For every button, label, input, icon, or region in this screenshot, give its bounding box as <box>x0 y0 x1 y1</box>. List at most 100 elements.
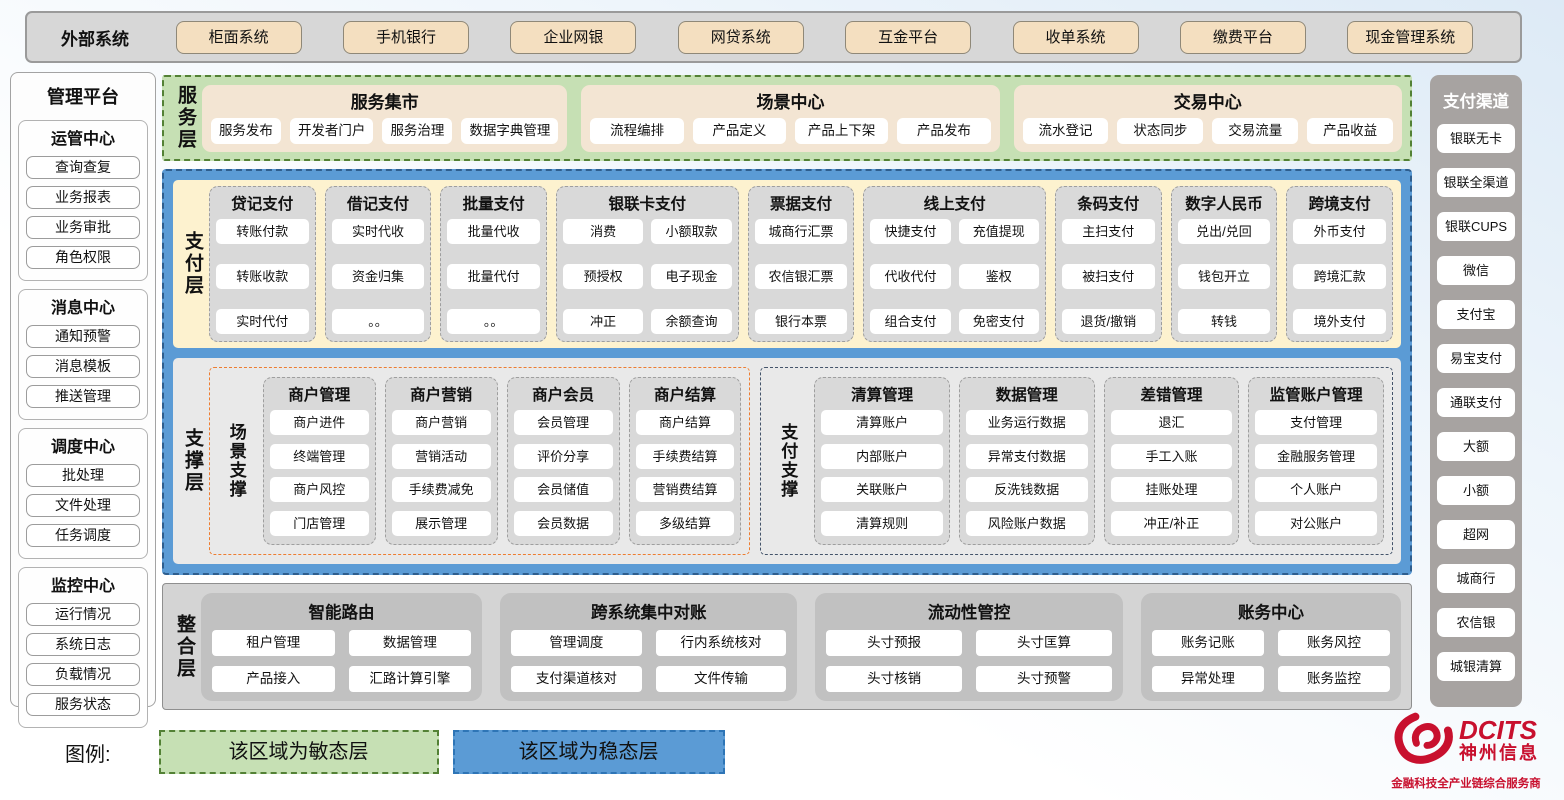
payment-item-button[interactable]: 批量代付 <box>447 264 540 289</box>
payment-item-button[interactable]: 免密支付 <box>958 309 1039 334</box>
payment-item-button[interactable]: 银行本票 <box>754 309 848 334</box>
management-item-button[interactable]: 角色权限 <box>26 246 140 269</box>
payment-channel-button[interactable]: 超网 <box>1437 520 1515 549</box>
support-item-button[interactable]: 会员数据 <box>513 510 613 536</box>
payment-item-button[interactable]: 转账付款 <box>215 219 309 244</box>
payment-channel-button[interactable]: 通联支付 <box>1437 388 1515 417</box>
payment-item-button[interactable]: 转账收款 <box>215 264 309 289</box>
payment-item-button[interactable]: 农信银汇票 <box>754 264 848 289</box>
payment-channel-button[interactable]: 大额 <box>1437 432 1515 461</box>
management-item-button[interactable]: 查询查复 <box>26 156 140 179</box>
management-item-button[interactable]: 运行情况 <box>26 603 140 626</box>
support-item-button[interactable]: 支付管理 <box>1255 410 1377 435</box>
service-item-button[interactable]: 数据字典管理 <box>461 117 559 144</box>
support-item-button[interactable]: 内部账户 <box>821 443 943 469</box>
management-item-button[interactable]: 批处理 <box>26 464 140 487</box>
support-item-button[interactable]: 关联账户 <box>821 477 943 503</box>
payment-channel-button[interactable]: 小额 <box>1437 476 1515 505</box>
integration-item-button[interactable]: 异常处理 <box>1151 665 1264 692</box>
payment-item-button[interactable]: 鉴权 <box>958 264 1039 289</box>
support-item-button[interactable]: 营销费结算 <box>635 477 735 503</box>
payment-item-button[interactable]: 代收代付 <box>870 264 951 289</box>
service-item-button[interactable]: 产品发布 <box>897 117 991 144</box>
support-item-button[interactable]: 商户结算 <box>635 410 735 435</box>
external-system-button[interactable]: 柜面系统 <box>175 20 302 54</box>
payment-item-button[interactable]: 境外支付 <box>1293 309 1386 334</box>
service-item-button[interactable]: 交易流量 <box>1212 117 1299 144</box>
management-item-button[interactable]: 消息模板 <box>26 355 140 378</box>
support-item-button[interactable]: 清算规则 <box>821 510 943 536</box>
payment-item-button[interactable]: 退货/撤销 <box>1061 309 1155 334</box>
service-item-button[interactable]: 产品上下架 <box>795 117 889 144</box>
support-item-button[interactable]: 风险账户数据 <box>965 510 1088 536</box>
integration-item-button[interactable]: 数据管理 <box>348 629 472 656</box>
integration-item-button[interactable]: 行内系统核对 <box>655 629 787 656</box>
payment-item-button[interactable]: 钱包开立 <box>1177 264 1271 289</box>
external-system-button[interactable]: 互金平台 <box>845 20 972 54</box>
payment-item-button[interactable]: 电子现金 <box>651 264 732 289</box>
integration-item-button[interactable]: 管理调度 <box>511 629 642 656</box>
integration-item-button[interactable]: 账务风控 <box>1277 629 1390 656</box>
integration-item-button[interactable]: 账务监控 <box>1277 665 1390 692</box>
service-item-button[interactable]: 产品收益 <box>1307 117 1394 144</box>
support-item-button[interactable]: 营销活动 <box>391 443 491 469</box>
integration-item-button[interactable]: 账务记账 <box>1151 629 1264 656</box>
payment-channel-button[interactable]: 易宝支付 <box>1437 344 1515 373</box>
integration-item-button[interactable]: 文件传输 <box>655 665 787 692</box>
service-item-button[interactable]: 状态同步 <box>1117 117 1204 144</box>
management-item-button[interactable]: 通知预警 <box>26 325 140 348</box>
payment-item-button[interactable]: 主扫支付 <box>1061 219 1155 244</box>
integration-item-button[interactable]: 头寸预警 <box>976 665 1112 692</box>
support-item-button[interactable]: 退汇 <box>1110 410 1233 435</box>
support-item-button[interactable]: 会员储值 <box>513 477 613 503</box>
support-item-button[interactable]: 商户风控 <box>269 477 369 503</box>
support-item-button[interactable]: 展示管理 <box>391 510 491 536</box>
payment-item-button[interactable]: 批量代收 <box>447 219 540 244</box>
payment-channel-button[interactable]: 银联CUPS <box>1437 212 1515 241</box>
payment-item-button[interactable]: 余额查询 <box>651 309 732 334</box>
payment-channel-button[interactable]: 支付宝 <box>1437 300 1515 329</box>
external-system-button[interactable]: 缴费平台 <box>1179 20 1306 54</box>
integration-item-button[interactable]: 支付渠道核对 <box>511 665 642 692</box>
support-item-button[interactable]: 门店管理 <box>269 510 369 536</box>
service-item-button[interactable]: 产品定义 <box>692 117 786 144</box>
external-system-button[interactable]: 收单系统 <box>1012 20 1139 54</box>
support-item-button[interactable]: 个人账户 <box>1255 477 1377 503</box>
payment-channel-button[interactable]: 银联无卡 <box>1437 124 1515 153</box>
integration-item-button[interactable]: 产品接入 <box>211 665 335 692</box>
integration-item-button[interactable]: 头寸预报 <box>826 629 963 656</box>
external-system-button[interactable]: 企业网银 <box>510 20 637 54</box>
support-item-button[interactable]: 异常支付数据 <box>965 443 1088 469</box>
support-item-button[interactable]: 手工入账 <box>1110 443 1233 469</box>
payment-item-button[interactable]: 兑出/兑回 <box>1177 219 1271 244</box>
payment-item-button[interactable]: 冲正 <box>562 309 644 334</box>
service-item-button[interactable]: 流程编排 <box>590 117 684 144</box>
payment-item-button[interactable]: 被扫支付 <box>1061 264 1155 289</box>
payment-item-button[interactable]: 外币支付 <box>1293 219 1386 244</box>
payment-item-button[interactable]: 实时代付 <box>215 309 309 334</box>
external-system-button[interactable]: 网贷系统 <box>677 20 804 54</box>
payment-item-button[interactable]: 消费 <box>562 219 644 244</box>
payment-item-button[interactable]: 。。 <box>447 309 540 334</box>
payment-channel-button[interactable]: 城银清算 <box>1437 652 1515 681</box>
management-item-button[interactable]: 任务调度 <box>26 524 140 547</box>
payment-channel-button[interactable]: 城商行 <box>1437 564 1515 593</box>
support-item-button[interactable]: 评价分享 <box>513 443 613 469</box>
payment-item-button[interactable]: 跨境汇款 <box>1293 264 1386 289</box>
payment-item-button[interactable]: 充值提现 <box>958 219 1039 244</box>
management-item-button[interactable]: 系统日志 <box>26 633 140 656</box>
support-item-button[interactable]: 多级结算 <box>635 510 735 536</box>
support-item-button[interactable]: 商户营销 <box>391 410 491 435</box>
support-item-button[interactable]: 冲正/补正 <box>1110 510 1233 536</box>
payment-item-button[interactable]: 快捷支付 <box>870 219 951 244</box>
payment-channel-button[interactable]: 银联全渠道 <box>1437 168 1515 197</box>
management-item-button[interactable]: 推送管理 <box>26 385 140 408</box>
support-item-button[interactable]: 业务运行数据 <box>965 410 1088 435</box>
management-item-button[interactable]: 服务状态 <box>26 693 140 716</box>
integration-item-button[interactable]: 头寸核销 <box>826 665 963 692</box>
management-item-button[interactable]: 负载情况 <box>26 663 140 686</box>
payment-item-button[interactable]: 转钱 <box>1177 309 1271 334</box>
management-item-button[interactable]: 业务审批 <box>26 216 140 239</box>
support-item-button[interactable]: 手续费减免 <box>391 477 491 503</box>
payment-item-button[interactable]: 组合支付 <box>870 309 951 334</box>
